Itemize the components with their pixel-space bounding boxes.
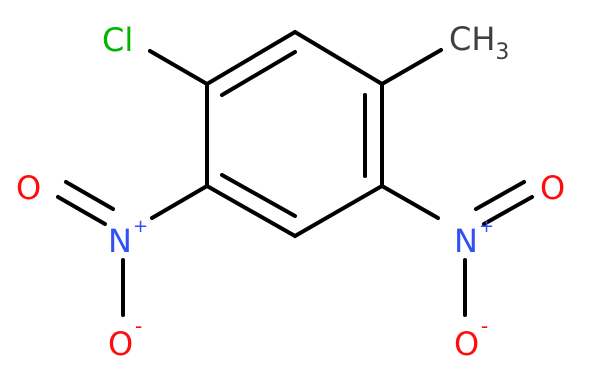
- atom-nitrogen-left: N: [108, 222, 132, 260]
- bond-c-cl: [148, 49, 209, 86]
- benzene-ring: [205, 30, 384, 238]
- bond-n-o-right-top-b: [474, 180, 526, 211]
- methyl-subscript: 3: [495, 40, 509, 65]
- charge-nitrogen-left: +: [133, 216, 148, 237]
- ring-bond-bottom-right: [293, 184, 384, 238]
- bond-n-o-left-top-b: [64, 180, 115, 211]
- bond-c-methyl: [380, 48, 443, 86]
- bond-n-o-left-top-a: [56, 195, 107, 226]
- atom-chlorine: Cl: [102, 21, 133, 59]
- bond-c-n-right: [380, 184, 440, 220]
- atom-methyl: CH3: [449, 20, 509, 65]
- nitro-group-left: [56, 180, 209, 317]
- charge-oxygen-right-bottom: -: [481, 314, 488, 338]
- ring-bond-top-right: [293, 30, 384, 86]
- atom-oxygen-left-top: O: [16, 169, 41, 207]
- atom-oxygen-left-bottom: O: [108, 325, 133, 363]
- charge-nitrogen-right: +: [479, 216, 494, 237]
- ring-bond-bottom-left: [205, 184, 297, 238]
- charge-oxygen-left-bottom: -: [135, 314, 142, 338]
- methyl-label: CH: [449, 20, 495, 58]
- bond-n-o-right-top-a: [482, 195, 534, 226]
- ring-bond-top-left-inner: [220, 50, 297, 97]
- ring-bond-top-left: [205, 30, 297, 86]
- atom-oxygen-right-top: O: [540, 169, 565, 207]
- bond-c-n-left: [150, 184, 209, 220]
- atom-oxygen-right-bottom: O: [454, 325, 479, 363]
- nitro-group-right: [380, 180, 534, 317]
- ring-bond-bottom-left-inner: [220, 173, 297, 218]
- atom-nitrogen-right: N: [454, 222, 478, 260]
